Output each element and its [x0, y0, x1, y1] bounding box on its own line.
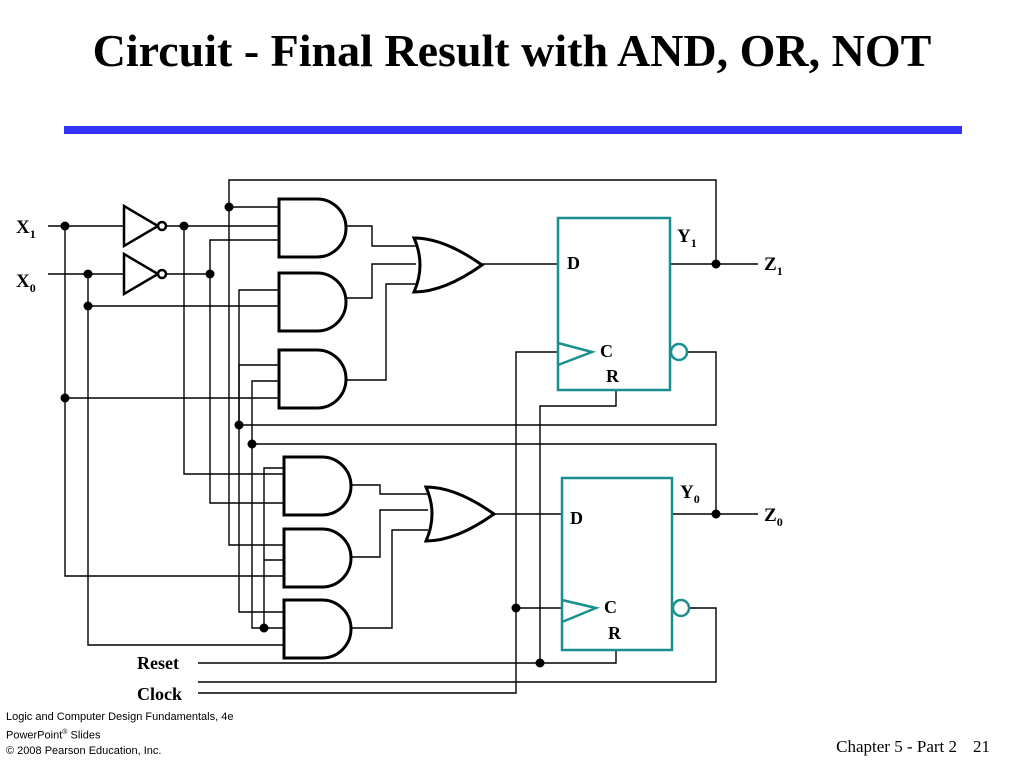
label-z0-sub: 0 — [777, 515, 783, 529]
footer-slides-line: PowerPoint® Slides — [6, 729, 101, 742]
wire-y0bar-feedback — [198, 607, 717, 683]
and-gate-1 — [277, 197, 348, 259]
ff2-q-label: Y — [680, 482, 694, 503]
svg-text:Z0: Z0 — [764, 505, 783, 529]
ff2-d-label: D — [570, 508, 583, 528]
label-x0-sub: 0 — [30, 281, 36, 295]
wire-reset-branch — [539, 390, 617, 663]
not-gate-x1 — [122, 204, 168, 248]
footer-chapter: Chapter 5 - Part 2 21 — [836, 737, 990, 757]
ff1-c-label: C — [600, 341, 613, 361]
wire-x0-bus — [87, 274, 284, 646]
svg-text:Z1: Z1 — [764, 254, 783, 278]
wire-and2-to-or1 — [347, 263, 416, 299]
wire-y1bar-to-and2 — [238, 289, 279, 425]
labels: X1 X0 D C R Y1 D C R Y0 Z1 Z0 Reset Cloc… — [16, 217, 783, 704]
label-x1-sub: 1 — [30, 227, 36, 241]
wire-and4-to-or2 — [350, 484, 428, 495]
wire-x1-not-bus — [183, 226, 284, 475]
and-gate-3 — [277, 348, 348, 410]
wire-and5-to-or2 — [350, 509, 428, 558]
flip-flop-bottom — [560, 476, 691, 652]
footer-credits: Logic and Computer Design Fundamentals, … — [6, 710, 233, 759]
wire-and6-to-or2 — [350, 529, 428, 629]
not-gate-x0 — [122, 252, 168, 296]
footer-copyright: © 2008 Pearson Education, Inc. — [6, 744, 162, 757]
footer-book-title: Logic and Computer Design Fundamentals, … — [6, 711, 234, 723]
label-z0: Z — [764, 505, 777, 526]
svg-text:X0: X0 — [16, 271, 36, 295]
title-underline — [64, 126, 962, 134]
and-gate-4 — [282, 455, 353, 517]
and-gate-6 — [282, 598, 353, 660]
and-gate-5 — [282, 527, 353, 589]
wire-y1bar-feedback — [238, 351, 717, 613]
wire-y0bar-route — [263, 467, 284, 628]
wire-clock — [198, 351, 558, 694]
wire-reset — [198, 645, 617, 664]
wire-y1bar-to-and3 — [238, 364, 279, 425]
and-gates — [277, 197, 353, 660]
not-gates — [122, 204, 168, 296]
slide-title: Circuit - Final Result with AND, OR, NOT — [92, 25, 932, 76]
label-x1: X — [16, 217, 30, 238]
wire-and1-to-or1 — [347, 225, 416, 247]
or-gate-top — [412, 236, 484, 294]
flip-flop-top — [556, 216, 689, 392]
ff1-q-label: Y — [677, 226, 691, 247]
ff2-q-sub: 0 — [694, 492, 700, 506]
label-reset: Reset — [137, 653, 179, 673]
ff1-q-sub: 1 — [691, 236, 697, 250]
ff2-c-label: C — [604, 597, 617, 617]
wire-x1-bus — [64, 226, 284, 577]
wire-y1-down — [228, 207, 284, 546]
or-gates — [412, 236, 496, 543]
wire-y1-feedback — [228, 179, 717, 264]
svg-text:X1: X1 — [16, 217, 36, 241]
ff1-d-label: D — [567, 253, 580, 273]
or-gate-bottom — [424, 485, 496, 543]
junction-dots — [60, 202, 721, 668]
wires — [48, 179, 758, 694]
chapter-label: Chapter 5 - Part 2 — [836, 737, 957, 756]
label-clock: Clock — [137, 684, 182, 704]
svg-text:Y0: Y0 — [680, 482, 700, 506]
wire-y0-to-and3 — [251, 380, 279, 444]
ff2-r-label: R — [608, 623, 622, 643]
ff1-r-label: R — [606, 366, 620, 386]
and-gate-2 — [277, 271, 348, 333]
wire-and3-to-or1 — [347, 283, 416, 381]
label-z1-sub: 1 — [777, 264, 783, 278]
wire-x0-not-out — [166, 239, 279, 275]
page-number: 21 — [973, 737, 990, 756]
label-x0: X — [16, 271, 30, 292]
svg-text:Y1: Y1 — [677, 226, 697, 250]
label-z1: Z — [764, 254, 777, 275]
wire-x0-not-bus — [209, 274, 284, 504]
